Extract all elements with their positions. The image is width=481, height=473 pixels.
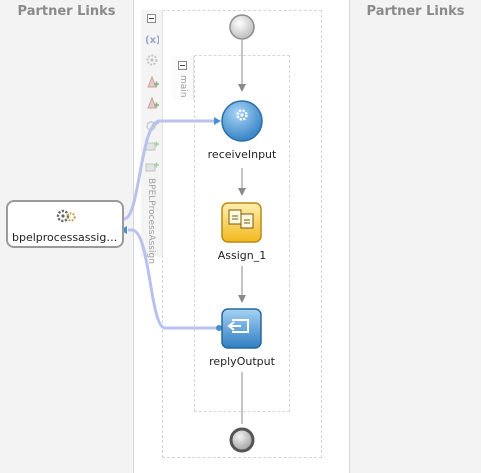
alarm-add-icon[interactable] (145, 95, 159, 109)
receive-activity-label[interactable]: receiveInput (207, 148, 277, 161)
gears-icon (56, 209, 76, 223)
end-node[interactable] (228, 426, 256, 454)
receive-activity-icon[interactable] (220, 99, 264, 143)
gear-icon[interactable] (145, 52, 159, 66)
sequence-name-label: main (178, 75, 188, 98)
start-node[interactable] (228, 13, 256, 41)
lane-title-right: Partner Links (366, 4, 465, 19)
assign-activity-label[interactable]: Assign_1 (217, 249, 267, 262)
partner-link-card[interactable]: bpelprocessassign_client (6, 200, 124, 248)
svg-text:(x): (x) (145, 35, 159, 46)
alarm-add-icon[interactable] (145, 74, 159, 88)
collapse-process-icon[interactable] (147, 14, 156, 23)
reply-activity-label[interactable]: replyOutput (209, 355, 275, 368)
main-sequence-tab: main (173, 56, 194, 100)
partner-link-label: bpelprocessassign_client (12, 231, 122, 244)
assign-activity-icon[interactable] (221, 202, 263, 244)
process-name-label: BPELProcessAssign (146, 178, 156, 264)
collapse-main-icon[interactable] (178, 61, 187, 70)
reply-activity-icon[interactable] (221, 308, 263, 350)
process-toolbar: (x) BPELProcessAssign (141, 10, 163, 264)
message-add-icon[interactable] (145, 159, 159, 173)
variables-icon[interactable]: (x) (145, 31, 161, 46)
gear-icon (236, 109, 248, 121)
lane-title-left: Partner Links (17, 4, 116, 19)
partner-links-lane-right: Partner Links (350, 0, 481, 473)
message-add-icon[interactable] (145, 138, 159, 152)
correlation-icon[interactable] (145, 117, 159, 131)
